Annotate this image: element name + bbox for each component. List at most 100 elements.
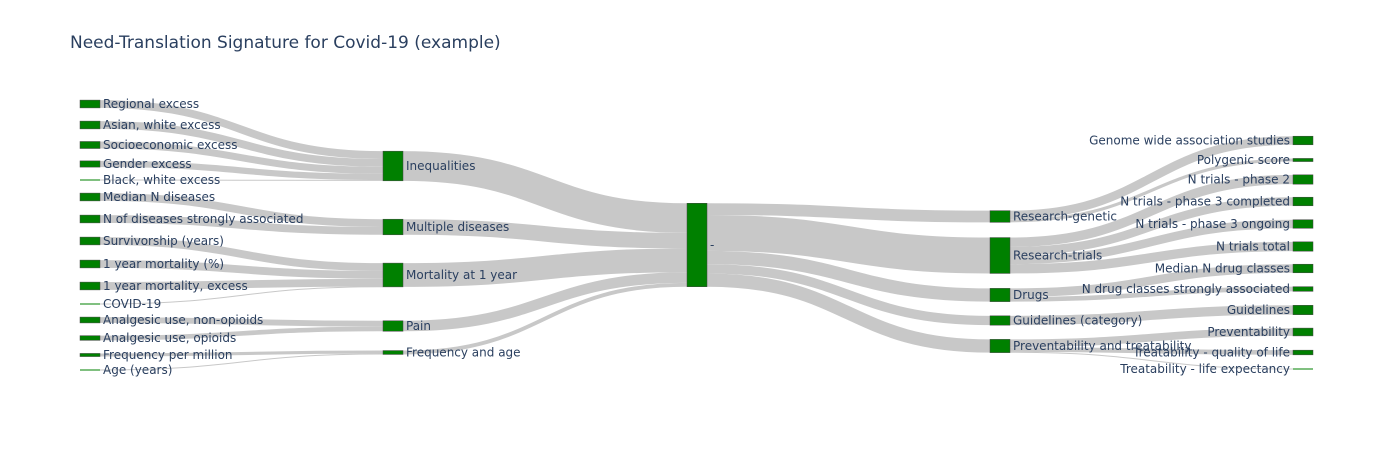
node-trials_p3c[interactable] [1292, 196, 1314, 207]
node-freq_age[interactable] [382, 350, 404, 355]
link-regional-to-inequalities[interactable] [99, 100, 384, 159]
node-preventability[interactable] [1292, 327, 1314, 337]
node-n_dis_strong[interactable] [79, 214, 101, 224]
node-gwas[interactable] [1292, 135, 1314, 146]
node-freq_million[interactable] [79, 353, 101, 357]
node-label-prev_treat: Preventability and treatability [1013, 339, 1191, 353]
link-covid-to-mortality[interactable] [99, 286, 384, 305]
node-treat_life[interactable] [1293, 368, 1313, 370]
link-gender-to-inequalities[interactable] [99, 160, 384, 181]
link-age-to-freq_age[interactable] [99, 353, 384, 371]
link-survivorship-to-mortality[interactable] [99, 237, 384, 271]
node-label-res_gen: Research-genetic [1013, 210, 1117, 224]
link-drugs-to-drug_strong[interactable] [1009, 286, 1294, 302]
node-black[interactable] [80, 179, 100, 181]
node-label-guide_cat: Guidelines (category) [1013, 314, 1142, 328]
node-mortality[interactable] [382, 262, 404, 288]
node-guide_cat[interactable] [989, 315, 1011, 326]
link-mortality-to-center[interactable] [402, 248, 688, 287]
link-freq_age-to-center[interactable] [402, 282, 688, 355]
node-pain[interactable] [382, 320, 404, 332]
node-asian[interactable] [79, 120, 101, 130]
node-label-polygenic: Polygenic score [1197, 153, 1290, 167]
nodes-layer [79, 99, 1314, 371]
node-label-mort_excess: 1 year mortality, excess [103, 279, 248, 293]
link-res_trials-to-trials_p3o[interactable] [1009, 219, 1294, 265]
node-label-multiple: Multiple diseases [406, 220, 509, 234]
node-trials_p2[interactable] [1292, 174, 1314, 185]
node-center[interactable] [686, 203, 708, 287]
link-mort_pct-to-mortality[interactable] [99, 260, 384, 279]
node-res_gen[interactable] [989, 210, 1011, 223]
node-label-treat_qol: Treatability - quality of life [1132, 346, 1290, 360]
link-analg_non-to-pain[interactable] [99, 317, 384, 327]
node-label-trials_p2: N trials - phase 2 [1188, 173, 1290, 187]
link-prev_treat-to-preventability[interactable] [1009, 328, 1294, 348]
chart-title: Need-Translation Signature for Covid-19 … [70, 33, 501, 53]
link-freq_million-to-freq_age[interactable] [99, 350, 384, 357]
link-asian-to-inequalities[interactable] [99, 121, 384, 167]
node-socio[interactable] [79, 141, 101, 149]
node-median_drug[interactable] [1292, 263, 1314, 274]
node-label-freq_age: Frequency and age [406, 346, 521, 360]
node-label-guidelines: Guidelines [1227, 303, 1290, 317]
node-inequalities[interactable] [382, 150, 404, 182]
node-label-preventability: Preventability [1207, 325, 1290, 339]
node-label-center: - [710, 238, 714, 252]
link-prev_treat-to-treat_qol[interactable] [1009, 347, 1294, 355]
node-polygenic[interactable] [1292, 158, 1314, 162]
node-label-asian: Asian, white excess [103, 118, 221, 132]
node-prev_treat[interactable] [989, 339, 1011, 353]
node-label-median_drug: Median N drug classes [1155, 262, 1290, 276]
link-median_n_dis-to-multiple[interactable] [99, 193, 384, 227]
node-label-covid: COVID-19 [103, 297, 161, 311]
node-multiple[interactable] [382, 218, 404, 236]
node-trials_p3o[interactable] [1292, 219, 1314, 229]
link-res_trials-to-trials_total[interactable] [1009, 241, 1294, 274]
link-res_trials-to-trials_p2[interactable] [1009, 174, 1294, 247]
link-n_dis_strong-to-multiple[interactable] [99, 215, 384, 235]
node-analg_non[interactable] [79, 316, 101, 324]
node-res_trials[interactable] [989, 237, 1011, 274]
link-center-to-res_gen[interactable] [706, 203, 991, 223]
node-survivorship[interactable] [79, 236, 101, 246]
link-center-to-res_trials[interactable] [706, 214, 991, 274]
node-drug_strong[interactable] [1292, 286, 1314, 292]
link-pain-to-center[interactable] [402, 272, 688, 332]
link-mort_excess-to-mortality[interactable] [99, 278, 384, 290]
node-regional[interactable] [79, 99, 101, 109]
link-guide_cat-to-guidelines[interactable] [1009, 305, 1294, 326]
link-analg_op-to-pain[interactable] [99, 326, 384, 341]
node-trials_total[interactable] [1292, 241, 1314, 252]
node-label-socio: Socioeconomic excess [103, 138, 237, 152]
node-label-freq_million: Frequency per million [103, 348, 233, 362]
link-inequalities-to-center[interactable] [402, 151, 688, 233]
node-gender[interactable] [79, 160, 101, 168]
link-center-to-drugs[interactable] [706, 250, 991, 302]
link-res_gen-to-polygenic[interactable] [1009, 158, 1294, 223]
node-median_n_dis[interactable] [79, 192, 101, 202]
node-guidelines[interactable] [1292, 305, 1314, 315]
node-age[interactable] [80, 369, 100, 371]
node-label-age: Age (years) [103, 363, 172, 377]
link-drugs-to-median_drug[interactable] [1009, 264, 1294, 297]
node-mort_pct[interactable] [79, 259, 101, 269]
node-label-survivorship: Survivorship (years) [103, 234, 224, 248]
link-res_trials-to-trials_p3c[interactable] [1009, 197, 1294, 256]
link-socio-to-inequalities[interactable] [99, 141, 384, 174]
link-multiple-to-center[interactable] [402, 219, 688, 249]
link-prev_treat-to-treat_life[interactable] [1009, 351, 1294, 370]
node-drugs[interactable] [989, 288, 1011, 302]
node-mort_excess[interactable] [79, 281, 101, 291]
node-treat_qol[interactable] [1292, 349, 1314, 356]
node-covid[interactable] [80, 303, 100, 305]
node-analg_op[interactable] [79, 335, 101, 341]
node-label-regional: Regional excess [103, 97, 199, 111]
node-label-gender: Gender excess [103, 157, 192, 171]
link-center-to-prev_treat[interactable] [706, 273, 991, 353]
link-center-to-guide_cat[interactable] [706, 264, 991, 326]
node-label-n_dis_strong: N of diseases strongly associated [103, 212, 303, 226]
link-res_gen-to-gwas[interactable] [1009, 136, 1294, 220]
